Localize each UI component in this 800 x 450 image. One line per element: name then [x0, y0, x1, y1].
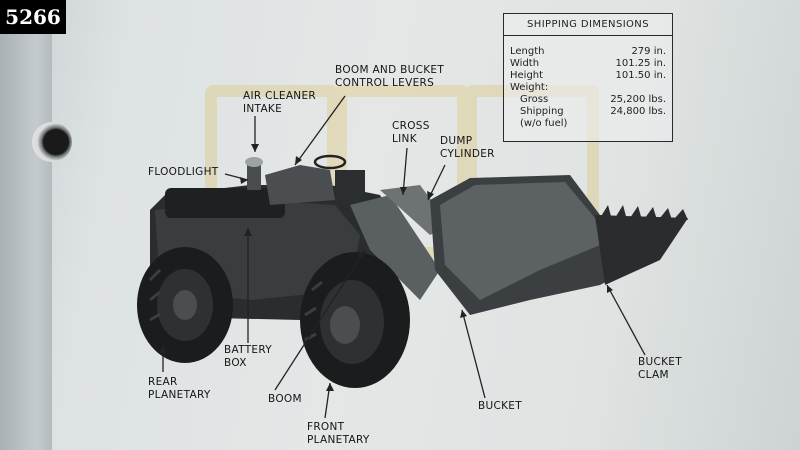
- label-boom: BOOM: [268, 393, 302, 405]
- item-number-badge: 5266: [0, 0, 66, 34]
- row-weight: Weight:: [510, 82, 549, 93]
- label-bucket: BUCKET: [478, 400, 522, 412]
- label-floodlight: FLOODLIGHT: [148, 166, 219, 178]
- left-page-edge: [0, 0, 52, 450]
- binder-hole: [32, 122, 72, 162]
- row-without-fuel: (w/o fuel): [520, 118, 568, 129]
- shipping-title: SHIPPING DIMENSIONS: [504, 14, 672, 36]
